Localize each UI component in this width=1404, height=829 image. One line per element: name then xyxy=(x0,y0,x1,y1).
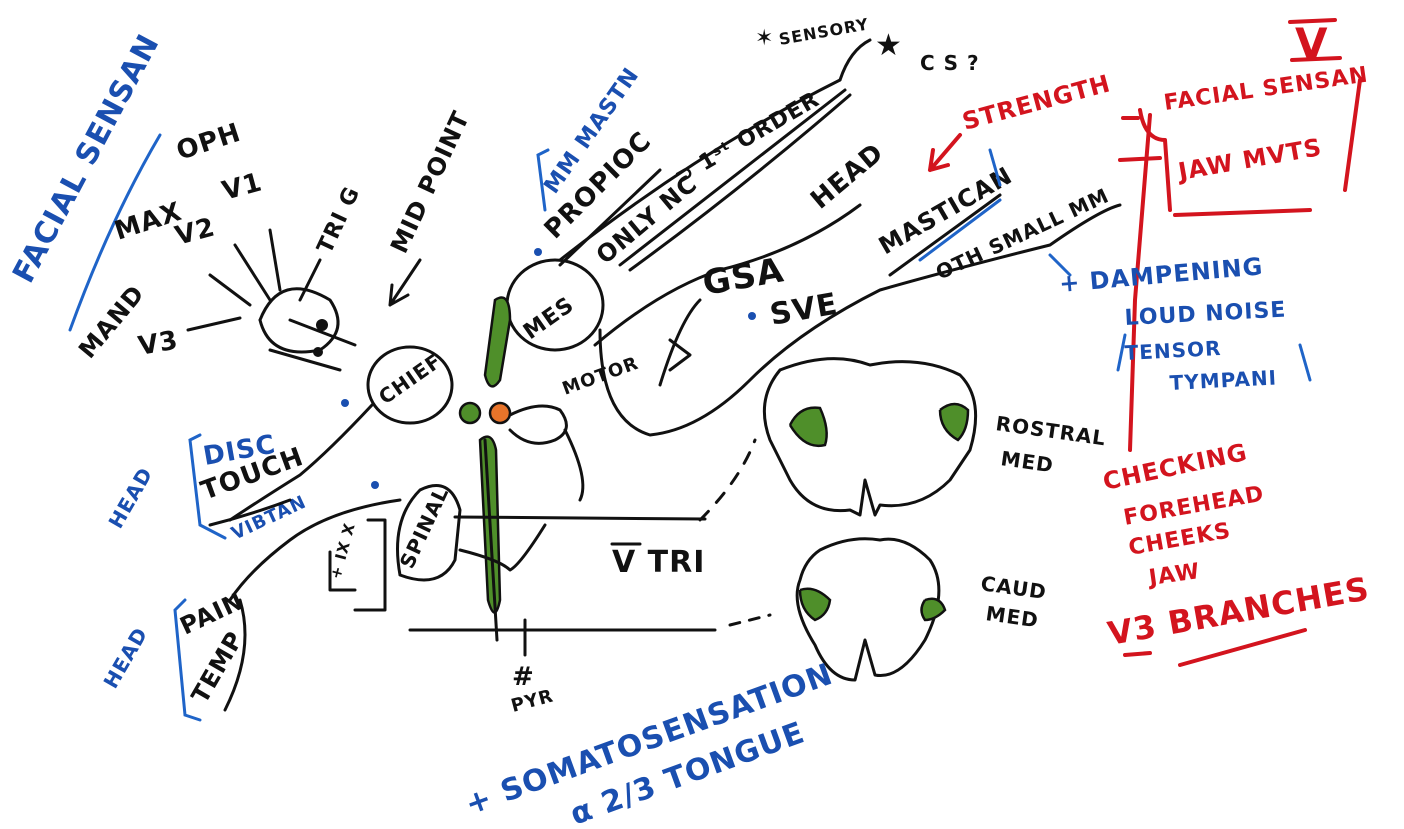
caud-med-label-2: MED xyxy=(984,601,1040,632)
oph-label: OPH xyxy=(173,118,245,167)
rostral-med-right-nucleus xyxy=(940,404,968,440)
pain-label: PAIN xyxy=(176,587,249,641)
pyr-hash: # xyxy=(512,662,535,692)
sve-blue-dot xyxy=(748,312,756,320)
dampening-label: + DAMPENING xyxy=(1058,252,1264,298)
sensory-label: SENSORY xyxy=(777,14,870,49)
head-pain-label: HEAD xyxy=(99,623,153,693)
spinal-v-curve xyxy=(460,525,545,570)
v3-branches-label: V3 BRANCHES xyxy=(1105,569,1372,652)
cn-box-label: + IX X xyxy=(326,521,358,581)
level-line-dash xyxy=(730,615,770,625)
tympani-label: TYMPANI xyxy=(1169,365,1278,395)
sve-label: SVE xyxy=(767,287,840,333)
c-s-label: C S ? xyxy=(920,51,980,75)
chief-green-dot xyxy=(460,403,480,423)
facial-sensan-red-label: FACIAL SENSAN xyxy=(1162,62,1370,115)
level-line-upper xyxy=(455,517,705,519)
midpoint-label: MID POINT xyxy=(385,107,475,258)
motor-pathway xyxy=(600,205,1120,435)
rostral-med-left-nucleus xyxy=(790,408,827,446)
v-tri-label: V TRI xyxy=(612,545,705,580)
gsa-curve xyxy=(660,300,700,385)
gsa-label: GSA xyxy=(700,250,787,304)
head-disc-label: HEAD xyxy=(104,463,158,533)
motor-nucleus-outline xyxy=(510,406,566,443)
head-gsa-label: HEAD xyxy=(805,138,890,216)
strength-label: STRENGTH xyxy=(959,69,1113,135)
spinal-label: SPINAL xyxy=(395,483,454,572)
mes-label: MES xyxy=(519,292,579,344)
small-mm-connector xyxy=(1120,158,1160,160)
jaw-mvts-label: JAW MVTS xyxy=(1174,133,1324,186)
sensory-star-left: ✶ xyxy=(755,26,774,51)
tensor-label: TENSOR xyxy=(1124,336,1222,365)
facial-sensation-blue-label: FACIAL SENSAN xyxy=(6,28,167,288)
motor-nucleus-tail xyxy=(565,430,583,500)
spinal-blue-dot xyxy=(371,481,379,489)
rostral-med-outline xyxy=(764,359,975,515)
caud-med-label: CAUD xyxy=(979,571,1048,604)
rostral-med-label: ROSTRAL xyxy=(994,411,1107,450)
rostral-med-dash xyxy=(700,440,755,520)
motor-orange-dot xyxy=(490,403,510,423)
mes-blue-dot xyxy=(534,248,542,256)
caud-med-right-nucleus xyxy=(922,599,946,620)
outside-cns-label: ⊃ 1ˢᵗ ORDER xyxy=(671,87,825,190)
sensory-star-right: ★ xyxy=(875,28,903,63)
v3-label: V3 xyxy=(136,325,181,362)
midpoint-arrow xyxy=(390,260,420,305)
mesencephalic-tract-green xyxy=(485,298,510,387)
rostral-med-label-2: MED xyxy=(999,446,1055,477)
tri-g-label: TRI G xyxy=(313,183,366,258)
mes-pathway-4 xyxy=(840,40,870,80)
chief-blue-dot xyxy=(341,399,349,407)
strength-arrow xyxy=(930,135,960,170)
jaw-label: JAW xyxy=(1145,559,1201,591)
chief-label: CHIEF xyxy=(374,349,446,409)
loud-noise-label: LOUD NOISE xyxy=(1124,298,1287,331)
v1-label: V1 xyxy=(219,167,266,206)
caud-med-left-nucleus xyxy=(800,589,830,620)
